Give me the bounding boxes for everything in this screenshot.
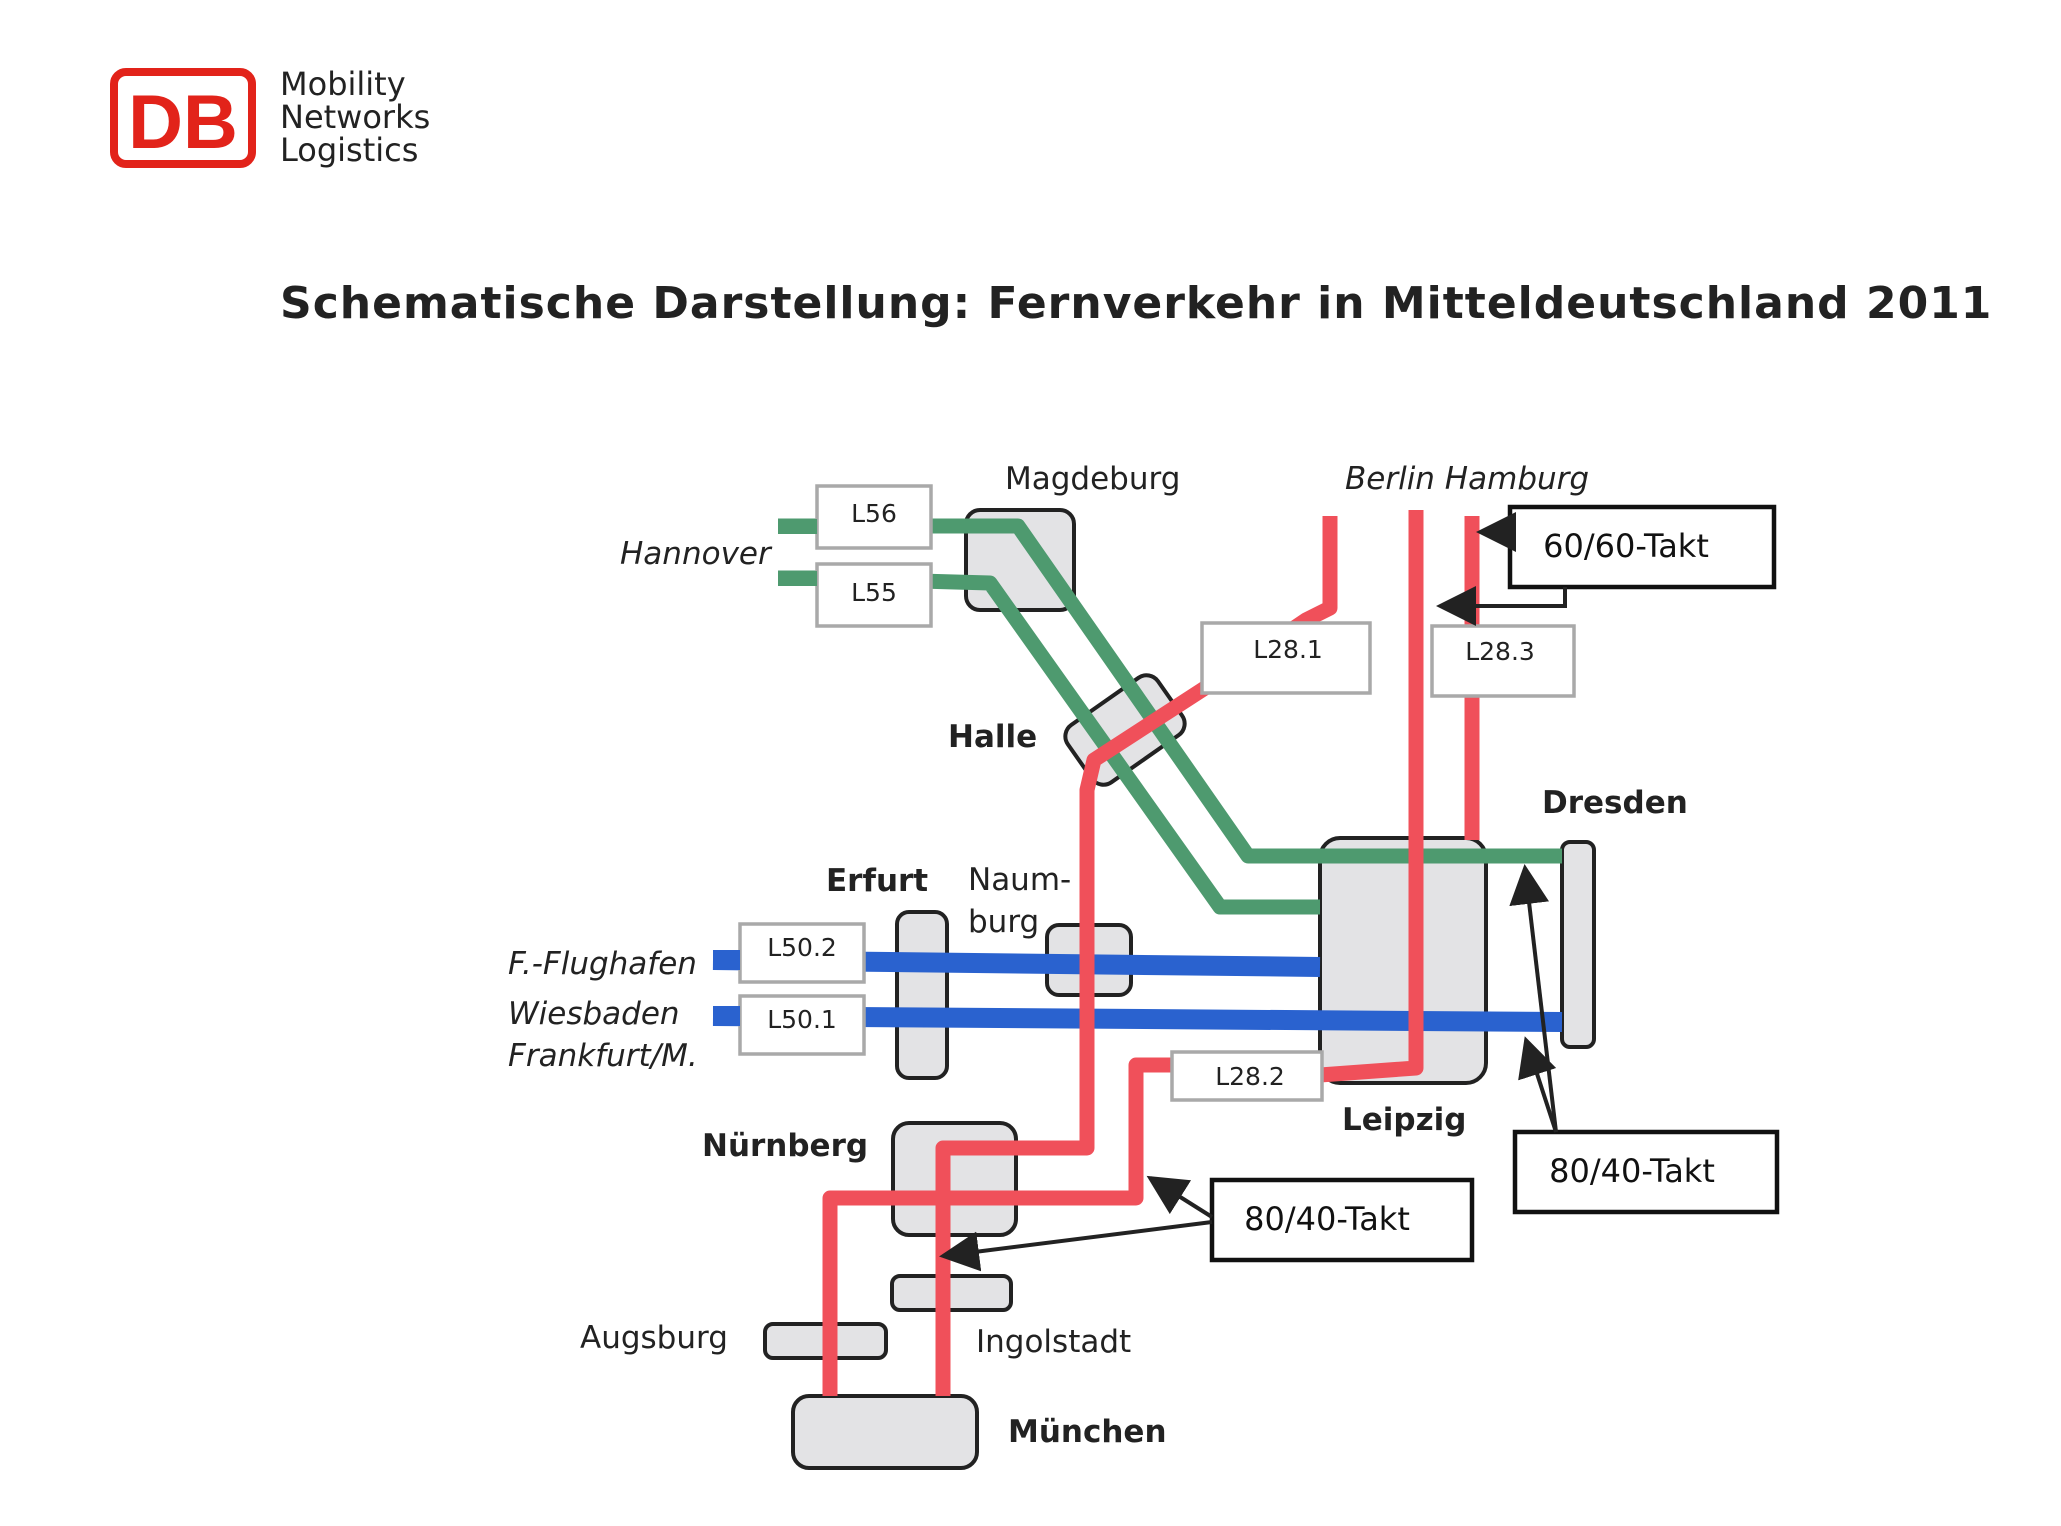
line-box-l55 <box>815 562 933 628</box>
line-box-l28-1 <box>1200 621 1372 695</box>
line-label-l56: L56 <box>851 499 897 528</box>
line-box-l50-2 <box>738 922 866 984</box>
stub-wiesbaden <box>713 1006 740 1026</box>
line-label-l55: L55 <box>851 578 897 607</box>
arrow-takt-80-center-lower <box>939 1220 1213 1272</box>
line-box-l28-3 <box>1430 624 1576 698</box>
line-box-l28-2 <box>1170 1050 1324 1102</box>
tagline-logistics: Logistics <box>280 131 419 169</box>
city-magdeburg: Magdeburg <box>1005 461 1180 497</box>
line-l28-2-south-red <box>822 1057 1172 1396</box>
node-muenchen <box>791 1394 979 1470</box>
node-dresden <box>1560 840 1596 1049</box>
takt-box-top-right <box>1507 504 1777 590</box>
city-berlin-hamburg: Berlin Hamburg <box>1345 461 1589 497</box>
city-wiesbaden: Wiesbaden <box>508 996 680 1032</box>
city-muenchen: München <box>1008 1414 1167 1450</box>
line-label-l28-2: L28.2 <box>1215 1062 1285 1091</box>
arrow-takt-80-center-upper <box>1146 1175 1214 1219</box>
node-leipzig <box>1318 836 1488 1085</box>
city-nuernberg: Nürnberg <box>702 1128 868 1164</box>
takt-label-top-right: 60/60-Takt <box>1543 527 1709 565</box>
db-logo: DB <box>110 68 256 168</box>
line-label-l50-2: L50.2 <box>767 933 837 962</box>
node-erfurt <box>895 910 949 1080</box>
arrow-takt-80-right-upper <box>1509 864 1558 1133</box>
line-label-l28-3: L28.3 <box>1465 637 1535 666</box>
line-box-l50-1 <box>738 994 866 1056</box>
line-box-l56 <box>815 484 933 550</box>
city-leipzig: Leipzig <box>1342 1102 1466 1138</box>
city-augsburg: Augsburg <box>580 1320 728 1356</box>
city-flughafen: F.-Flughafen <box>508 946 697 982</box>
city-frankfurt: Frankfurt/M. <box>508 1038 698 1074</box>
arrow-takt-80-right-lower <box>1518 1036 1558 1133</box>
line-label-l50-1: L50.1 <box>767 1005 837 1034</box>
city-ingolstadt: Ingolstadt <box>976 1324 1131 1360</box>
node-nuernberg <box>891 1121 1018 1237</box>
city-erfurt: Erfurt <box>826 863 928 899</box>
city-halle: Halle <box>948 719 1037 755</box>
stub-flughafen <box>713 950 740 970</box>
takt-label-bottom-center: 80/40-Takt <box>1244 1200 1410 1238</box>
takt-box-bottom-right <box>1512 1129 1780 1215</box>
db-logo-text: DB <box>128 80 238 165</box>
city-naumburg-1: Naum- <box>968 862 1071 898</box>
takt-label-bottom-right: 80/40-Takt <box>1549 1152 1715 1190</box>
takt-box-bottom-center <box>1209 1177 1475 1263</box>
line-label-l28-1: L28.1 <box>1253 635 1323 664</box>
stub-hannover-l56 <box>778 519 817 534</box>
node-ingolstadt <box>890 1274 1013 1312</box>
line-l28-1-red <box>935 516 1338 1396</box>
stub-hannover-l55 <box>778 571 817 586</box>
city-hannover: Hannover <box>620 536 773 572</box>
city-naumburg-2: burg <box>968 904 1039 940</box>
page-title: Schematische Darstellung: Fernverkehr in… <box>280 278 1993 329</box>
line-l28-2-red <box>1319 510 1424 1083</box>
tagline-networks: Networks <box>280 98 431 136</box>
city-dresden: Dresden <box>1542 785 1688 821</box>
tagline-mobility: Mobility <box>280 65 406 103</box>
arrow-takt-60-to-l28-1 <box>1436 586 1567 626</box>
